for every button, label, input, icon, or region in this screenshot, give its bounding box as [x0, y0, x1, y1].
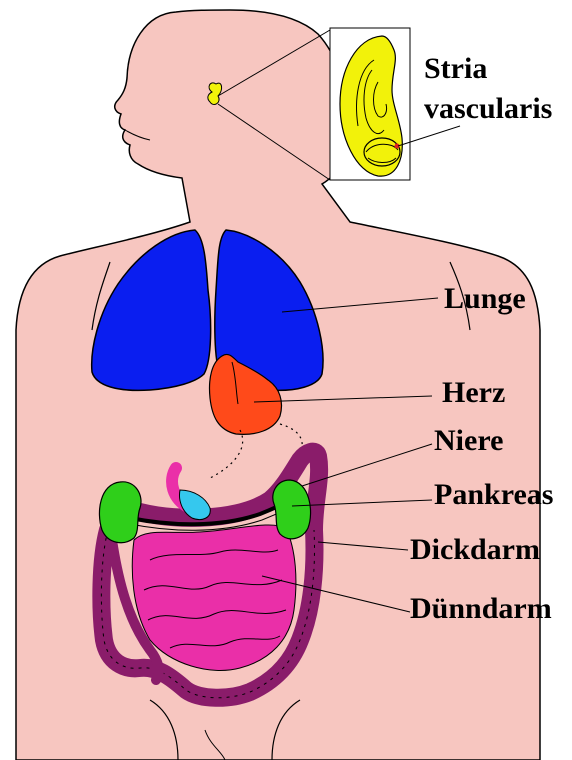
label-pankreas: Pankreas — [434, 478, 553, 512]
label-niere: Niere — [434, 424, 503, 458]
label-herz: Herz — [442, 376, 505, 410]
label-duenndarm: Dünndarm — [410, 592, 552, 626]
label-stria-line2: vascularis — [424, 92, 552, 126]
label-dickdarm: Dickdarm — [410, 533, 540, 567]
label-lunge: Lunge — [444, 282, 526, 316]
left-kidney — [99, 482, 141, 543]
label-stria-line1: Stria — [424, 52, 487, 86]
right-kidney — [273, 480, 311, 539]
